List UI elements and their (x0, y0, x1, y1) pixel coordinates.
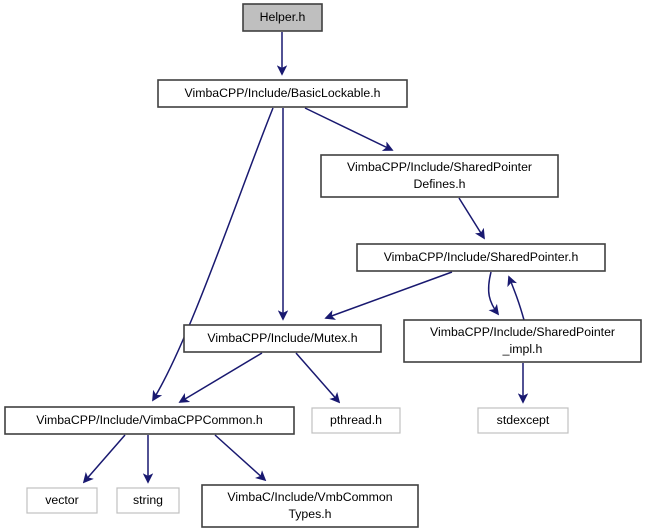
edge-vimbacppcommon-to-vector (82, 434, 126, 484)
node-vimbacppcommon[interactable]: VimbaCPP/Include/VimbaCPPCommon.h (4, 406, 295, 435)
node-label-vector: vector (45, 493, 79, 507)
node-box-sharedpointerimpl[interactable] (403, 319, 642, 363)
node-box-sharedpointerdefines[interactable] (320, 154, 559, 198)
edges-layer (82, 32, 529, 484)
node-sharedpointer[interactable]: VimbaCPP/Include/SharedPointer.h (356, 243, 606, 272)
node-label-mutex: VimbaCPP/Include/Mutex.h (207, 331, 357, 345)
node-helper[interactable]: Helper.h (242, 3, 323, 32)
node-box-helper[interactable] (242, 3, 323, 32)
node-label-sharedpointer: VimbaCPP/Include/SharedPointer.h (384, 250, 579, 264)
node-sharedpointerimpl[interactable]: VimbaCPP/Include/SharedPointer _impl.h (403, 319, 642, 363)
edge-sharedpointer-to-sharedpointerimpl (487, 271, 500, 316)
node-label-string: string (133, 493, 163, 507)
node-box-basiclockable[interactable] (157, 79, 408, 108)
node-box-pthread[interactable] (311, 407, 401, 434)
node-label-sharedpointerdefines: VimbaCPP/Include/SharedPointer (347, 160, 532, 174)
edge-mutex-to-pthread (295, 352, 341, 404)
node-vector[interactable]: vector (26, 487, 98, 514)
edge-vimbacppcommon-to-vmbcommontypes (214, 434, 267, 482)
node-label-sharedpointerimpl: _impl.h (502, 342, 543, 356)
node-box-vmbcommontypes[interactable] (201, 484, 419, 528)
node-box-stdexcept[interactable] (477, 407, 569, 434)
node-label-vmbcommontypes: Types.h (288, 507, 331, 521)
node-label-vmbcommontypes: VimbaC/Include/VmbCommon (227, 490, 392, 504)
edge-sharedpointerdefines-to-sharedpointer (458, 197, 485, 240)
node-string[interactable]: string (116, 487, 180, 514)
edge-sharedpointerimpl-to-sharedpointer (507, 275, 525, 321)
edge-mutex-to-vimbacppcommon (178, 352, 263, 403)
node-box-mutex[interactable] (183, 324, 382, 353)
node-label-stdexcept: stdexcept (497, 413, 550, 427)
edge-basiclockable-to-vimbacppcommon (152, 107, 274, 402)
node-box-vimbacppcommon[interactable] (4, 406, 295, 435)
node-label-sharedpointerimpl: VimbaCPP/Include/SharedPointer (430, 325, 615, 339)
node-box-string[interactable] (116, 487, 180, 514)
node-mutex[interactable]: VimbaCPP/Include/Mutex.h (183, 324, 382, 353)
node-basiclockable[interactable]: VimbaCPP/Include/BasicLockable.h (157, 79, 408, 108)
node-label-sharedpointerdefines: Defines.h (414, 177, 466, 191)
node-label-pthread: pthread.h (330, 413, 382, 427)
node-box-vector[interactable] (26, 487, 98, 514)
node-box-sharedpointer[interactable] (356, 243, 606, 272)
edge-basiclockable-to-sharedpointerdefines (304, 107, 394, 151)
node-label-basiclockable: VimbaCPP/Include/BasicLockable.h (185, 86, 381, 100)
edge-sharedpointer-to-mutex (324, 271, 453, 320)
node-label-helper: Helper.h (260, 10, 306, 24)
node-pthread[interactable]: pthread.h (311, 407, 401, 434)
nodes-layer: Helper.hVimbaCPP/Include/BasicLockable.h… (4, 3, 642, 528)
node-stdexcept[interactable]: stdexcept (477, 407, 569, 434)
node-label-vimbacppcommon: VimbaCPP/Include/VimbaCPPCommon.h (36, 413, 263, 427)
